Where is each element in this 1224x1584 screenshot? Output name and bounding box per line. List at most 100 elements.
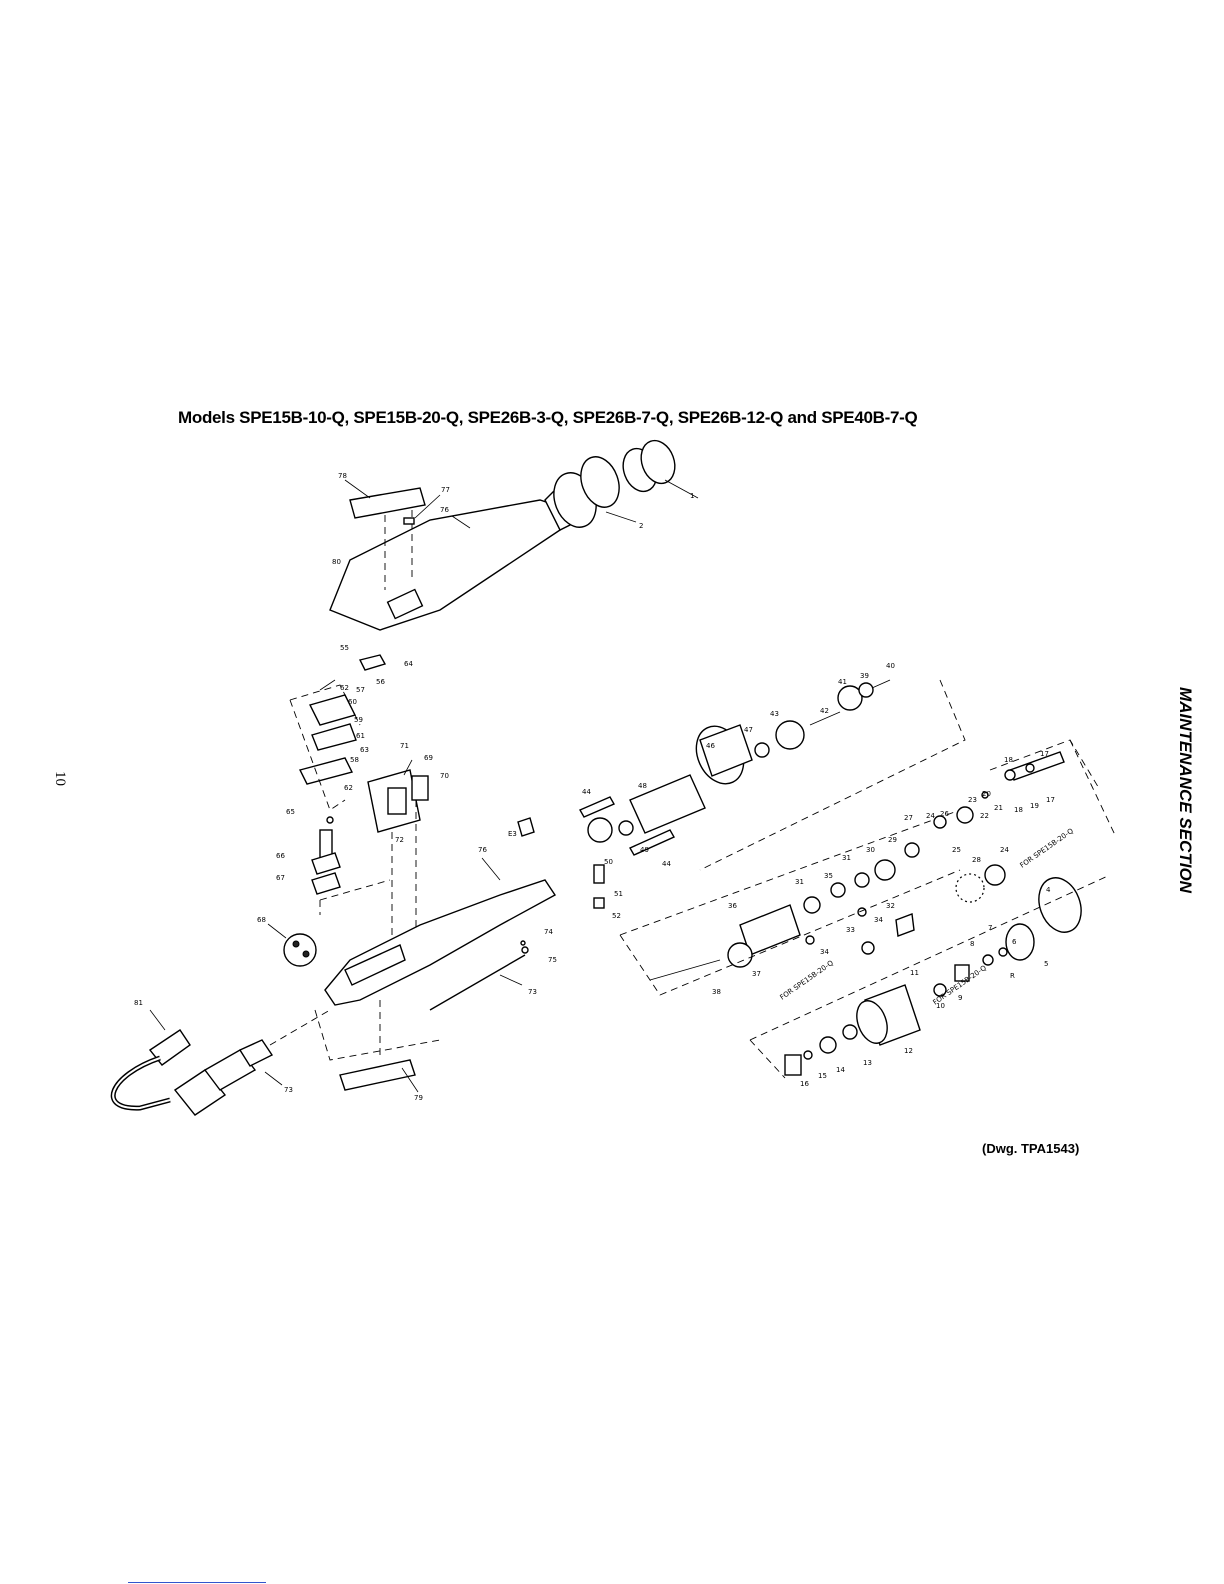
nut-part (622, 439, 699, 499)
callout-31b: 31 (795, 878, 804, 886)
end-cap-part (267, 923, 317, 967)
callout-48: 48 (638, 782, 647, 790)
callout-21: 21 (994, 804, 1003, 812)
callout-35: 35 (824, 872, 833, 880)
circuit-board-part (367, 759, 429, 980)
callout-70: 70 (440, 772, 449, 780)
callout-13: 13 (863, 1059, 872, 1067)
callout-7: 7 (988, 924, 992, 932)
callout-52: 52 (612, 912, 621, 920)
callout-68: 68 (257, 916, 266, 924)
callout-2: 2 (639, 522, 643, 530)
callout-60: 60 (348, 698, 357, 706)
callout-17b: 17 (1046, 796, 1055, 804)
callout-34a: 34 (874, 916, 883, 924)
spindle-part (933, 739, 1116, 903)
callout-22: 22 (980, 812, 989, 820)
callout-1: 1 (690, 492, 694, 500)
callout-63: 63 (360, 746, 369, 754)
callout-11: 11 (910, 969, 919, 977)
callout-18a: 18 (1004, 756, 1013, 764)
page-title: Models SPE15B-10-Q, SPE15B-20-Q, SPE26B-… (178, 408, 918, 427)
callout-69: 69 (424, 754, 433, 762)
callout-76a: 76 (440, 506, 449, 514)
callout-34b: 34 (820, 948, 829, 956)
callout-39: 39 (860, 672, 869, 680)
callout-30: 30 (866, 846, 875, 854)
callout-24a: 24 (926, 812, 935, 820)
callout-55: 55 (340, 644, 349, 652)
section-label: MAINTENANCE SECTION (1176, 687, 1195, 893)
callout-44a: 44 (582, 788, 591, 796)
callout-33: 33 (846, 926, 855, 934)
callout-14: 14 (836, 1066, 845, 1074)
callout-79: 79 (414, 1094, 423, 1102)
bottom-label-part (314, 1000, 441, 1093)
callout-72: 72 (395, 836, 404, 844)
callout-28: 28 (972, 856, 981, 864)
callout-24b: 24 (1000, 846, 1009, 854)
clutch-housing-part (749, 874, 1111, 1079)
callout-74: 74 (544, 928, 553, 936)
callout-37: 37 (752, 970, 761, 978)
callout-9: 9 (958, 994, 962, 1002)
tie-rod-part (429, 940, 529, 1011)
callout-36: 36 (728, 902, 737, 910)
callout-73b: 73 (284, 1086, 293, 1094)
small-label-part (403, 494, 441, 525)
gear-stage-part (699, 679, 966, 871)
callout-50: 50 (604, 858, 613, 866)
callout-16: 16 (800, 1080, 809, 1088)
callout-77: 77 (441, 486, 450, 494)
callout-10: 10 (936, 1002, 945, 1010)
callout-41: 41 (838, 678, 847, 686)
callout-58: 58 (350, 756, 359, 764)
callout-12: 12 (904, 1047, 913, 1055)
footer-link-underline (128, 1582, 266, 1583)
callout-18b: 18 (1014, 806, 1023, 814)
power-cord-part (110, 1009, 191, 1111)
callout-73a: 73 (528, 988, 537, 996)
callout-46: 46 (706, 742, 715, 750)
note-for-spe-1: FOR SPE15B-20-Q (1019, 827, 1076, 870)
callout-71: 71 (400, 742, 409, 750)
label-part (344, 479, 426, 590)
callout-23: 23 (968, 796, 977, 804)
callout-5: 5 (1044, 960, 1048, 968)
callout-38: 38 (712, 988, 721, 996)
callout-17a: 17 (1040, 750, 1049, 758)
angle-head-part (553, 456, 637, 528)
callout-E3: E3 (508, 830, 517, 838)
callout-4: 4 (1046, 886, 1051, 894)
callout-57: 57 (356, 686, 365, 694)
page-number: 10 (52, 771, 68, 786)
callout-6: 6 (1012, 938, 1017, 946)
callout-61: 61 (356, 732, 365, 740)
callout-49: 49 (640, 846, 649, 854)
callout-65: 65 (286, 808, 295, 816)
callout-R: R (1010, 972, 1015, 980)
callout-15: 15 (818, 1072, 827, 1080)
callout-40: 40 (886, 662, 895, 670)
callout-47: 47 (744, 726, 753, 734)
callout-29: 29 (888, 836, 897, 844)
callout-27: 27 (904, 814, 913, 822)
callout-8: 8 (970, 940, 974, 948)
callout-32: 32 (886, 902, 895, 910)
lower-housing-part (324, 857, 557, 1006)
callout-66: 66 (276, 852, 285, 860)
callout-80: 80 (332, 558, 341, 566)
callout-25: 25 (952, 846, 961, 854)
note-for-spe-2: FOR SPE15B-20-Q (779, 959, 836, 1002)
drawing-reference: (Dwg. TPA1543) (982, 1141, 1080, 1156)
callout-43: 43 (770, 710, 779, 718)
callout-19: 19 (1030, 802, 1039, 810)
callout-62a: 62 (340, 684, 349, 692)
callout-59: 59 (354, 716, 363, 724)
motor-assembly-part (517, 711, 841, 909)
callout-42: 42 (820, 707, 829, 715)
callout-20: 20 (982, 790, 991, 798)
callout-76b: 76 (478, 846, 487, 854)
callout-67: 67 (276, 874, 285, 882)
